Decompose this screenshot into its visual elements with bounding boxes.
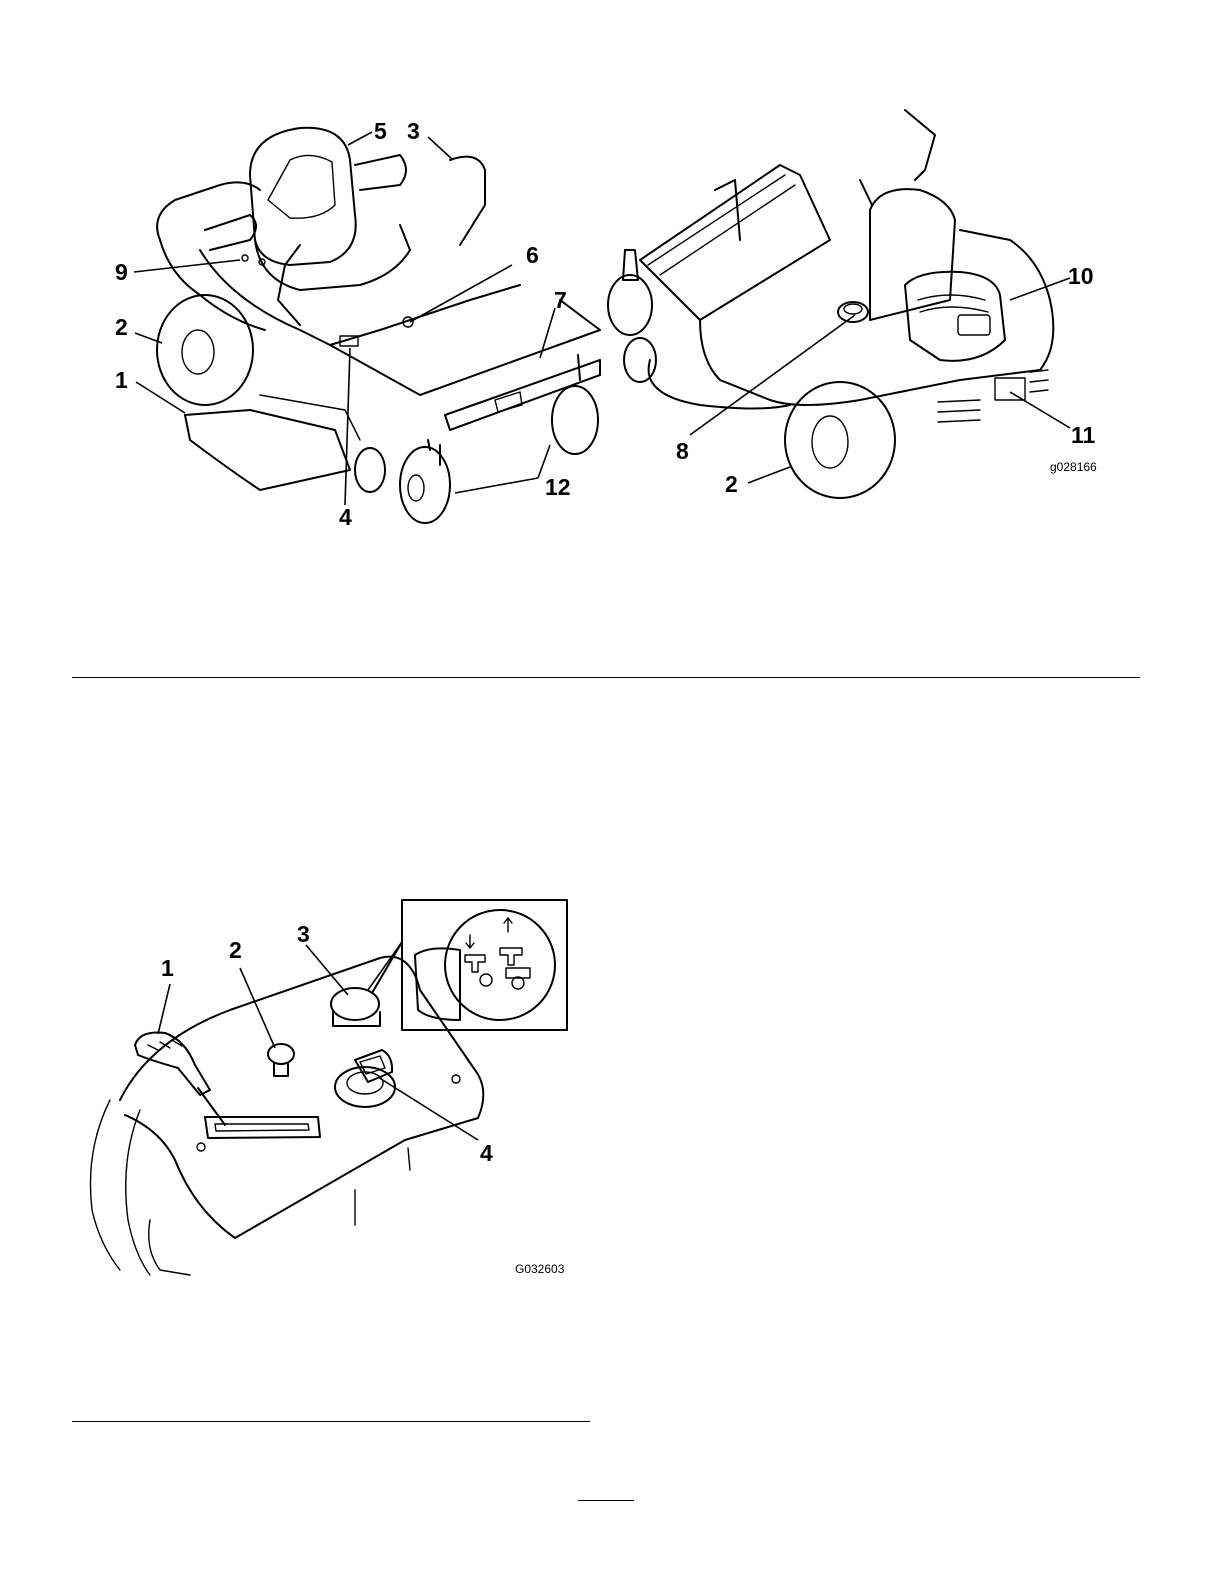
section-divider-top	[72, 677, 1140, 678]
callout-6: 6	[526, 242, 539, 268]
callout-3: 3	[407, 118, 420, 144]
page-number-rule	[578, 1500, 634, 1501]
section-divider-bottom	[72, 1421, 590, 1422]
callout-9: 9	[115, 259, 128, 285]
callout-2-rear: 2	[725, 471, 738, 497]
callout-1: 1	[115, 367, 128, 393]
callout-10: 10	[1068, 263, 1094, 289]
figure-mower-overview: 5 3 9 6 7 2 1 4 12 10 11 8 2 g028166	[0, 0, 1224, 560]
callout-4: 4	[339, 504, 352, 530]
panel-callout-4: 4	[480, 1140, 493, 1166]
panel-callout-1: 1	[161, 955, 174, 981]
control-panel-drawing	[90, 945, 483, 1275]
callout-11: 11	[1071, 422, 1096, 448]
mower-front-view-drawing	[134, 128, 600, 523]
callout-2-front: 2	[115, 314, 128, 340]
callout-7: 7	[554, 287, 567, 313]
callout-8: 8	[676, 438, 689, 464]
callout-5: 5	[374, 118, 387, 144]
panel-callout-2: 2	[229, 937, 242, 963]
callout-12: 12	[545, 474, 571, 500]
figure-id-g028166: g028166	[1050, 460, 1097, 474]
figure-id-g032603: G032603	[515, 1262, 565, 1276]
panel-callout-3: 3	[297, 921, 310, 947]
pto-switch-detail-inset	[368, 900, 567, 1030]
